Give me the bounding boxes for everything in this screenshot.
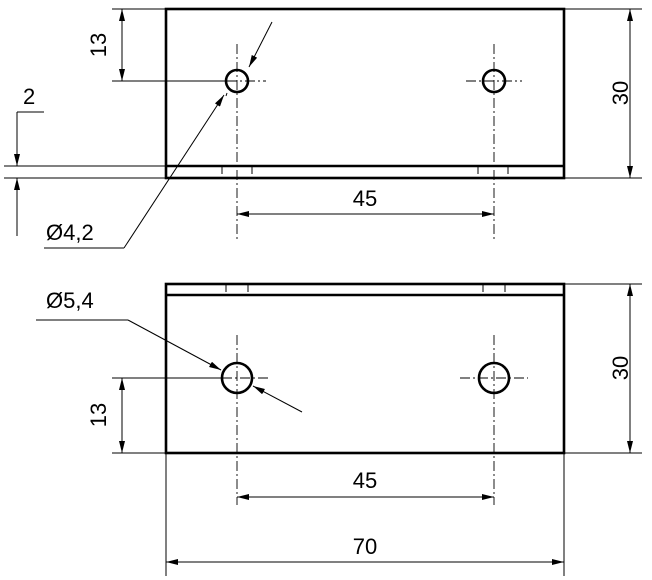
diameter-leader <box>225 92 228 97</box>
dim-height-top: 30 <box>608 81 633 105</box>
dim-width: 70 <box>353 534 377 559</box>
dim-hole-dia-bottom: Ø5,4 <box>46 288 94 313</box>
dim-wall: 2 <box>23 84 35 109</box>
dim-hole-dia-top: Ø4,2 <box>46 220 94 245</box>
diameter-leader <box>123 94 225 249</box>
top-view-outline <box>164 7 566 180</box>
diameter-leader <box>252 385 303 413</box>
top-view: 13 30 2 45 Ø4,2 <box>4 7 642 249</box>
dim-spacing-bottom: 45 <box>353 468 377 493</box>
bottom-view: 13 30 45 70 Ø5,4 <box>36 282 642 576</box>
dim-height-bottom: 30 <box>608 356 633 380</box>
dim-hole-offset-bottom: 13 <box>86 403 111 427</box>
dim-spacing-top: 45 <box>353 186 377 211</box>
dim-hole-offset-top: 13 <box>86 33 111 57</box>
diameter-leader <box>248 21 273 68</box>
bottom-view-outline <box>164 282 566 455</box>
diameter-leader <box>127 319 222 371</box>
